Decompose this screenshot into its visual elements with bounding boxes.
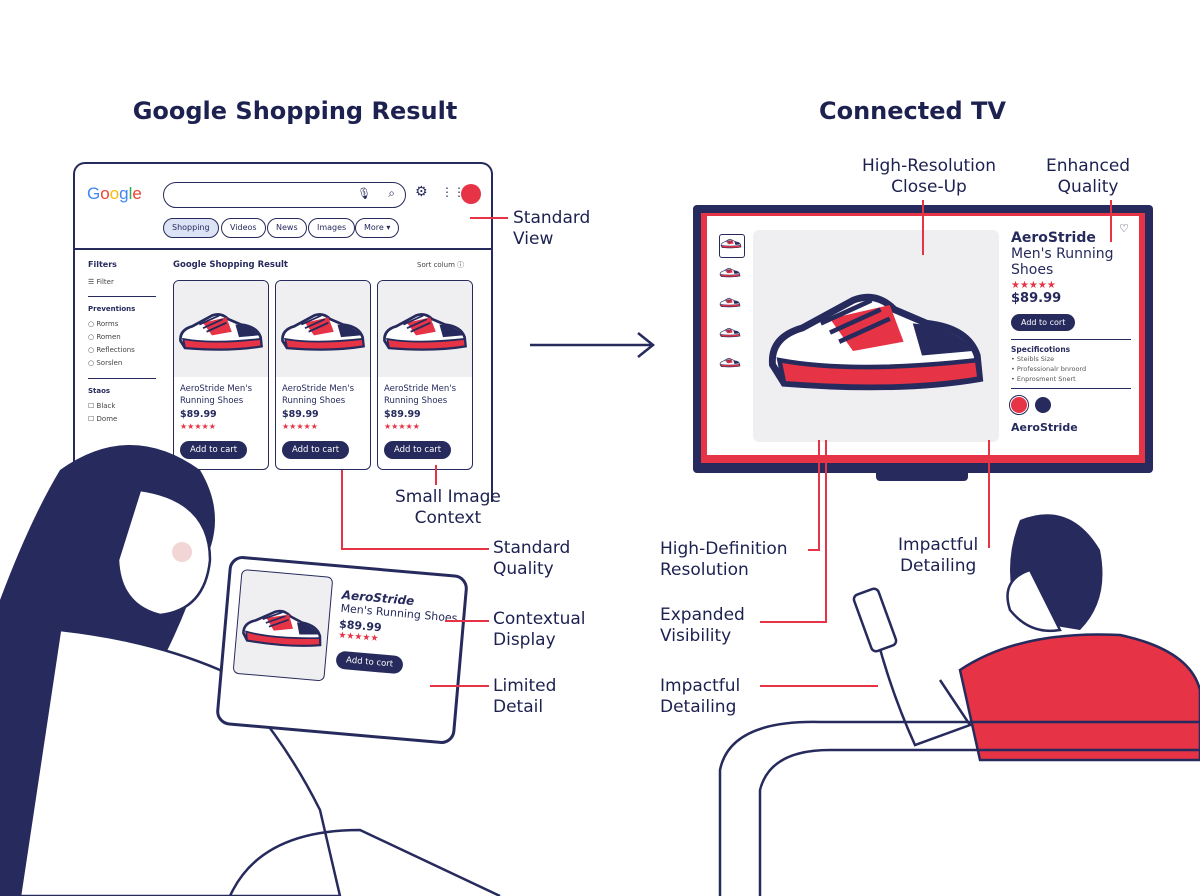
tab-shopping[interactable]: Shopping	[163, 218, 219, 238]
left-title: Google Shopping Result	[132, 97, 458, 125]
product-brand: AeroStride	[1011, 230, 1096, 246]
annotation-hires-closeup: High-Resolution Close-Up	[862, 156, 997, 197]
annotation-hd-resolution: High-Definition Resolution	[660, 539, 788, 580]
tab-more[interactable]: More ▾	[355, 218, 400, 238]
shoe-image	[281, 312, 365, 351]
thumbnail[interactable]	[719, 324, 745, 348]
annotation-impactful-detailing-tv: Impactful Detailing	[898, 535, 979, 576]
shoe-image	[179, 312, 263, 351]
annotation-standard-view: Standard View	[513, 208, 591, 249]
thumbnail[interactable]	[719, 354, 745, 378]
add-to-cart-button[interactable]: Add to cort	[1011, 314, 1076, 331]
search-input[interactable]: 🎙 ⌕	[163, 182, 406, 208]
mic-icon[interactable]: 🎙	[357, 187, 371, 200]
radio-option[interactable]: ○ Romen	[88, 333, 121, 341]
annotation-enhanced-quality: Enhanced Quality	[1046, 156, 1131, 197]
thumbnail-strip	[719, 234, 745, 384]
radio-group: ○ Rorms ○ Romen ○ Reflections ○ Sorslen	[88, 318, 135, 370]
radio-option[interactable]: ○ Reflections	[88, 346, 135, 354]
tab-videos[interactable]: Videos	[221, 218, 266, 238]
product-card[interactable]: AeroStride Men's Running Shoes$89.99 ★★★…	[377, 280, 473, 470]
group-title: Staos	[88, 387, 111, 395]
avatar[interactable]	[461, 184, 481, 204]
shoe-image	[241, 606, 325, 649]
hero-image	[753, 230, 999, 442]
filters-title: Filters	[88, 260, 117, 269]
product-card[interactable]: AeroStride Men's Running Shoes$89.99 ★★★…	[275, 280, 371, 470]
annotation-contextual-display: Contextual Display	[493, 609, 586, 650]
radio-option[interactable]: ○ Sorslen	[88, 359, 123, 367]
swatch-red[interactable]	[1009, 395, 1029, 415]
annotation-limited-detail: Limited Detail	[493, 676, 557, 717]
specs-list: • Steibls Size• Professionalr bnroord• E…	[1011, 354, 1131, 389]
rating-stars: ★★★★★	[384, 422, 420, 431]
group-title: Preventions	[88, 305, 136, 313]
thumbnail[interactable]	[719, 294, 745, 318]
shoe-image	[383, 312, 467, 351]
annotation-impactful-detailing: Impactful Detailing	[660, 676, 741, 717]
radio-option[interactable]: ○ Rorms	[88, 320, 119, 328]
tablet-product-image	[232, 568, 334, 682]
tv-stand	[876, 473, 968, 481]
search-icon[interactable]: ⌕	[388, 186, 395, 200]
footer-brand: AeroStride	[1011, 421, 1078, 434]
add-to-cart-button[interactable]: Add to cart	[282, 441, 350, 459]
divider	[75, 248, 491, 250]
annotation-expanded-visibility: Expanded Visibility	[660, 605, 745, 646]
checkbox-group: ☐ Black ☐ Dome	[88, 400, 117, 426]
rating-stars: ★★★★★	[282, 422, 318, 431]
product-card[interactable]: AeroStride Men's Running Shoes$89.99 ★★★…	[173, 280, 269, 470]
tablet: AeroStride Men's Running Shoes $89.99 ★★…	[215, 554, 469, 746]
thumbnail[interactable]	[719, 234, 745, 258]
add-to-cart-button[interactable]: Add to cart	[180, 441, 248, 459]
results-title: Google Shopping Result	[173, 260, 288, 270]
checkbox-option[interactable]: ☐ Dome	[88, 415, 118, 423]
rating-stars: ★★★★★	[180, 422, 216, 431]
browser-window: Google 🎙 ⌕ ⚙ ⋮⋮ Shopping Videos News Ima…	[73, 162, 493, 502]
tab-images[interactable]: Images	[308, 218, 356, 238]
woman-illustration	[0, 445, 501, 896]
shoe-image	[761, 271, 991, 401]
filter-button[interactable]: ☰ Filter	[88, 278, 114, 286]
sort-button[interactable]: Sort colum ⓘ	[417, 261, 465, 269]
heart-icon[interactable]: ♡	[1119, 222, 1129, 235]
product-price: $89.99	[1011, 291, 1062, 306]
specs-title: Specificotions	[1011, 339, 1131, 354]
google-logo: Google	[87, 184, 142, 203]
thumbnail[interactable]	[719, 264, 745, 288]
right-title: Connected TV	[818, 97, 1006, 125]
annotation-small-image: Small Image Context	[395, 487, 501, 528]
apps-grid-icon[interactable]: ⋮⋮	[441, 185, 465, 199]
add-to-cart-button[interactable]: Add to cart	[384, 441, 452, 459]
swatch-navy[interactable]	[1035, 397, 1051, 413]
arrow-icon	[530, 332, 656, 358]
man-illustration	[718, 514, 1200, 896]
rating-stars: ★★★★★	[1011, 280, 1056, 291]
filter-label: Filter	[96, 278, 114, 286]
gear-icon[interactable]: ⚙	[415, 184, 428, 200]
checkbox-option[interactable]: ☐ Black	[88, 402, 116, 410]
remote-icon	[852, 587, 898, 653]
product-name: Men's Running Shoes	[1011, 246, 1114, 278]
add-to-cart-button[interactable]: Add to cort	[335, 650, 404, 675]
annotation-standard-quality: Standard Quality	[493, 538, 571, 579]
color-swatches	[1009, 395, 1131, 415]
tab-news[interactable]: News	[267, 218, 307, 238]
